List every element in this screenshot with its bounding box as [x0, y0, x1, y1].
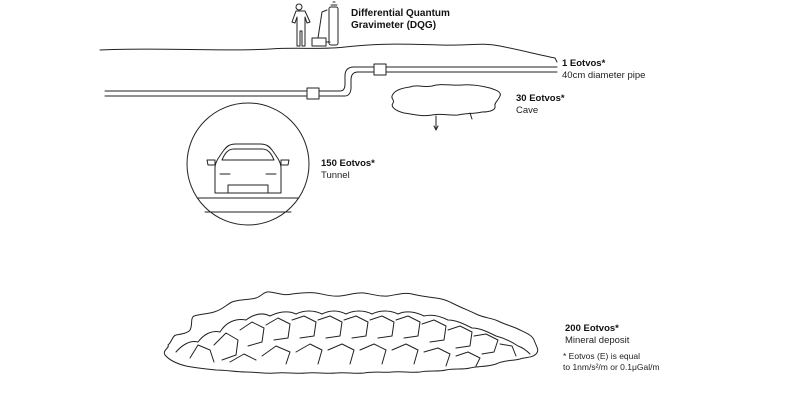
- deposit-desc: Mineral deposit: [565, 335, 630, 346]
- deposit-label: 200 Eotvos* Mineral deposit: [565, 323, 629, 347]
- footnote: * Eotvos (E) is equal to 1nm/s²/m or 0.1…: [563, 351, 660, 373]
- cave-desc: Cave: [516, 105, 539, 116]
- tunnel-value: 150 Eotvos*: [321, 158, 375, 169]
- title-line-1: Differential Quantum: [351, 8, 450, 19]
- person-figure-icon: [291, 3, 311, 47]
- tunnel-label: 150 Eotvos* Tunnel: [321, 158, 375, 182]
- cave-label: 30 Eotvos* Cave: [516, 93, 565, 117]
- instrument-title: Differential Quantum Gravimeter (DQG): [351, 8, 450, 32]
- pipe-shape: [104, 63, 558, 100]
- deposit-value: 200 Eotvos*: [565, 323, 619, 334]
- footnote-line-1: * Eotvos (E) is equal: [563, 351, 641, 361]
- tunnel-shape: [186, 102, 310, 226]
- pipe-desc: 40cm diameter pipe: [562, 70, 646, 81]
- pipe-value: 1 Eotvos*: [562, 58, 606, 69]
- pipe-label: 1 Eotvos* 40cm diameter pipe: [562, 58, 645, 82]
- ground-surface: [99, 43, 558, 63]
- mineral-deposit-shape: [163, 291, 539, 374]
- title-line-2: Gravimeter (DQG): [351, 20, 437, 31]
- cave-value: 30 Eotvos*: [516, 93, 565, 104]
- gravimeter-device-icon: [311, 1, 339, 47]
- cave-shape: [391, 84, 501, 131]
- tunnel-desc: Tunnel: [321, 170, 350, 181]
- footnote-line-2: to 1nm/s²/m or 0.1μGal/m: [563, 362, 660, 372]
- car-icon: [206, 143, 290, 194]
